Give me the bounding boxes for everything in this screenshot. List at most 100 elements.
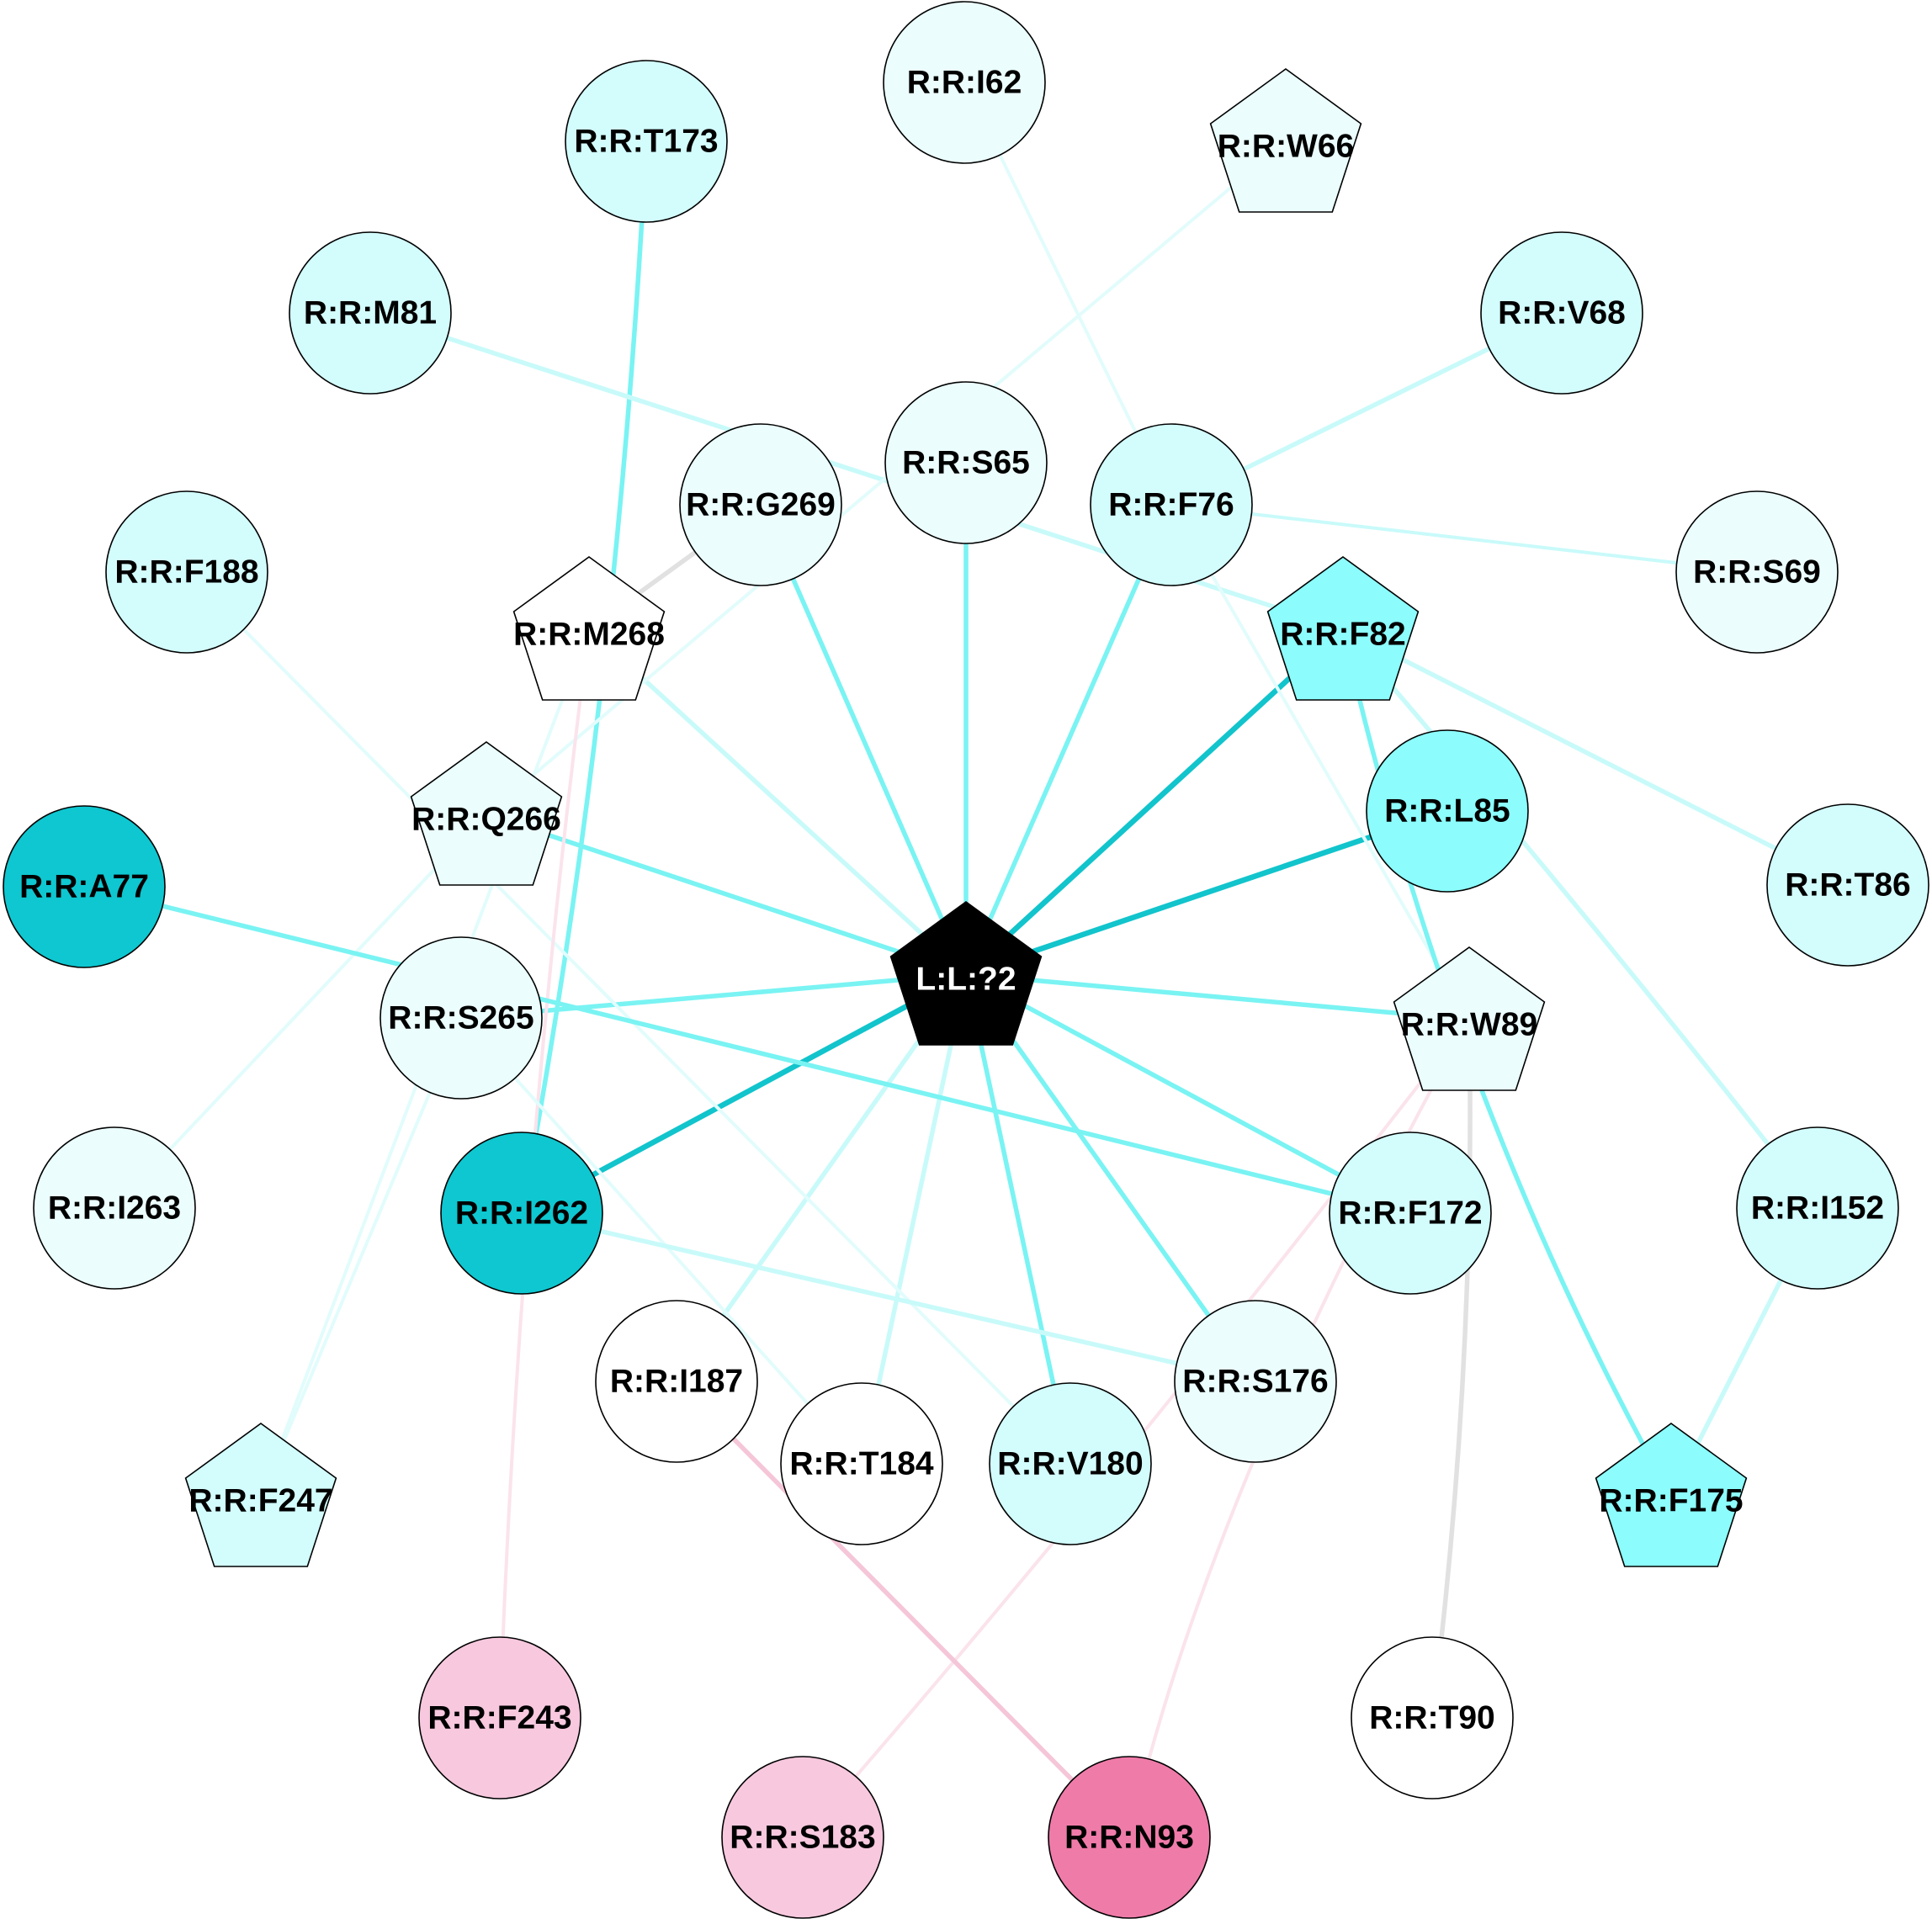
node-label: R:R:F188 — [114, 554, 258, 591]
edge-l-l-2-to-r-r-i262 — [518, 971, 969, 1216]
node-label: L:L:?2 — [916, 962, 1016, 998]
node-pentagon-shape — [889, 901, 1043, 1046]
node-r-r-t90[interactable]: R:R:T90 — [1351, 1636, 1514, 1799]
node-label: R:R:I62 — [907, 65, 1022, 101]
edge-l-l-2-to-r-r-f172 — [963, 972, 1413, 1216]
node-label: R:R:W89 — [1401, 1007, 1538, 1043]
node-label: R:R:I187 — [610, 1364, 743, 1400]
node-r-r-t86[interactable]: R:R:T86 — [1766, 803, 1929, 967]
node-r-r-i187[interactable]: R:R:I187 — [595, 1300, 758, 1463]
node-label: R:R:W66 — [1218, 129, 1355, 165]
node-label: R:R:M81 — [304, 295, 437, 331]
node-r-r-v180[interactable]: R:R:V180 — [989, 1382, 1152, 1545]
node-circle-shape — [679, 423, 842, 586]
node-r-r-v68[interactable]: R:R:V68 — [1480, 231, 1643, 395]
node-l-l-2[interactable]: L:L:?2 — [889, 901, 1043, 1046]
node-label: R:R:V180 — [997, 1446, 1143, 1482]
node-label: R:R:M268 — [513, 617, 665, 653]
node-label: R:R:T90 — [1369, 1700, 1495, 1736]
node-label: R:R:V68 — [1498, 295, 1626, 331]
node-r-r-s69[interactable]: R:R:S69 — [1675, 490, 1839, 654]
node-r-r-s176[interactable]: R:R:S176 — [1174, 1300, 1337, 1463]
edge-r-r-s265-to-r-r-f247 — [259, 1016, 463, 1497]
node-r-r-i62[interactable]: R:R:I62 — [883, 1, 1046, 164]
node-label: R:R:S176 — [1182, 1364, 1328, 1400]
node-r-r-f188[interactable]: R:R:F188 — [105, 490, 268, 654]
node-label: R:R:Q266 — [411, 802, 561, 838]
node-r-r-m81[interactable]: R:R:M81 — [289, 231, 452, 395]
node-label: R:R:S183 — [730, 1820, 875, 1856]
node-label: R:R:S69 — [1693, 554, 1821, 591]
node-label: R:R:I262 — [455, 1195, 588, 1232]
node-label: R:R:L85 — [1384, 793, 1510, 829]
node-circle-shape — [418, 1636, 581, 1799]
node-circle-shape — [721, 1756, 884, 1919]
node-circle-shape — [565, 60, 728, 223]
node-label: R:R:A77 — [19, 869, 149, 905]
edge-r-r-f82-to-r-r-i152 — [1340, 627, 1820, 1211]
node-r-r-a77[interactable]: R:R:A77 — [3, 805, 166, 968]
node-circle-shape — [1090, 423, 1253, 586]
edge-r-r-q266-to-r-r-i263 — [113, 813, 488, 1210]
node-pentagon-shape — [1266, 556, 1420, 701]
node-circle-shape — [1174, 1300, 1337, 1463]
node-circle-shape — [289, 231, 452, 395]
node-r-r-f243[interactable]: R:R:F243 — [418, 1636, 581, 1799]
node-circle-shape — [884, 381, 1048, 544]
node-circle-shape — [1329, 1132, 1492, 1295]
node-label: R:R:F82 — [1280, 617, 1406, 653]
node-r-r-q266[interactable]: R:R:Q266 — [410, 741, 563, 886]
node-label: R:R:G269 — [686, 487, 836, 523]
edge-l-l-2-to-r-r-s176 — [963, 972, 1258, 1384]
node-circle-shape — [1736, 1126, 1899, 1290]
node-r-r-w66[interactable]: R:R:W66 — [1209, 68, 1362, 213]
edge-l-l-2-to-r-r-l85 — [963, 808, 1451, 978]
node-label: R:R:F247 — [188, 1483, 332, 1519]
edge-r-r-f76-to-r-r-w89 — [1170, 503, 1471, 1021]
node-circle-shape — [33, 1126, 196, 1290]
node-label: R:R:T173 — [574, 124, 718, 160]
node-circle-shape — [989, 1382, 1152, 1545]
node-circle-shape — [883, 1, 1046, 164]
node-pentagon-shape — [410, 741, 563, 886]
node-r-r-f172[interactable]: R:R:F172 — [1329, 1132, 1492, 1295]
node-pentagon-shape — [1595, 1423, 1748, 1567]
node-label: R:R:F243 — [427, 1700, 571, 1736]
node-circle-shape — [595, 1300, 758, 1463]
node-r-r-f76[interactable]: R:R:F76 — [1090, 423, 1253, 586]
edge-r-r-i187-to-r-r-n93 — [674, 1379, 1132, 1840]
edge-l-l-2-to-r-r-f76 — [963, 502, 1174, 977]
node-label: R:R:F172 — [1338, 1195, 1482, 1232]
node-label: R:R:S65 — [902, 445, 1030, 481]
edge-l-l-2-to-r-r-m268 — [586, 627, 969, 977]
node-r-r-g269[interactable]: R:R:G269 — [679, 423, 842, 586]
node-r-r-f82[interactable]: R:R:F82 — [1266, 556, 1420, 701]
edge-l-l-2-to-r-r-f82 — [963, 626, 1346, 978]
node-pentagon-shape — [512, 556, 666, 701]
node-r-r-w89[interactable]: R:R:W89 — [1393, 946, 1546, 1091]
node-label: R:R:T86 — [1785, 867, 1911, 904]
node-r-r-f247[interactable]: R:R:F247 — [184, 1423, 337, 1567]
node-r-r-i262[interactable]: R:R:I262 — [440, 1132, 603, 1295]
node-pentagon-shape — [184, 1423, 337, 1567]
node-r-r-f175[interactable]: R:R:F175 — [1595, 1423, 1748, 1567]
node-r-r-t184[interactable]: R:R:T184 — [780, 1382, 943, 1545]
node-r-r-i152[interactable]: R:R:I152 — [1736, 1126, 1899, 1290]
node-circle-shape — [1480, 231, 1643, 395]
node-r-r-i263[interactable]: R:R:I263 — [33, 1126, 196, 1290]
node-r-r-s183[interactable]: R:R:S183 — [721, 1756, 884, 1919]
node-r-r-t173[interactable]: R:R:T173 — [565, 60, 728, 223]
edge-l-l-2-to-r-r-g269 — [758, 502, 969, 977]
edge-r-r-s265-to-r-r-t184 — [459, 1016, 863, 1466]
node-r-r-s265[interactable]: R:R:S265 — [380, 936, 543, 1100]
node-r-r-s65[interactable]: R:R:S65 — [884, 381, 1048, 544]
edge-l-l-2-to-r-r-w89 — [963, 972, 1472, 1022]
node-circle-shape — [780, 1382, 943, 1545]
node-circle-shape — [105, 490, 268, 654]
edge-l-l-2-to-r-r-q266 — [484, 812, 969, 977]
node-label: R:R:N93 — [1064, 1820, 1194, 1856]
node-r-r-m268[interactable]: R:R:M268 — [512, 556, 666, 701]
node-label: R:R:I152 — [1751, 1190, 1884, 1227]
node-r-r-n93[interactable]: R:R:N93 — [1048, 1756, 1211, 1919]
node-r-r-l85[interactable]: R:R:L85 — [1366, 729, 1529, 893]
